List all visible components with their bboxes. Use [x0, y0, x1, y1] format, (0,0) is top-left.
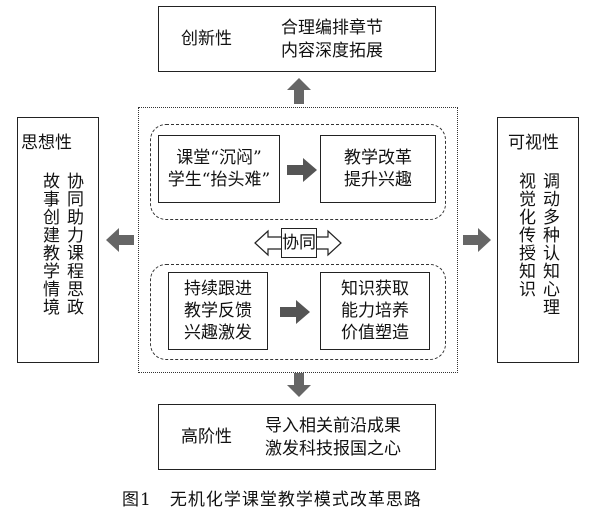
- bottom-title: 高阶性: [181, 427, 232, 447]
- arrow-left-icon: [106, 228, 134, 252]
- lower-right-line-2: 能力培养: [341, 301, 409, 321]
- top-line-2: 内容深度拓展: [281, 41, 383, 61]
- lower-right-line-1: 知识获取: [341, 279, 409, 299]
- right-title: 可视性: [508, 133, 559, 153]
- figure-caption: 图1 无机化学课堂教学模式改革思路: [122, 485, 422, 510]
- upper-right-box: 教学改革 提升兴趣: [320, 135, 436, 203]
- left-box: 思想性 协同助力课程思政 故事创建教学情境: [17, 117, 99, 363]
- right-column-1: 调动多种认知心理: [539, 172, 559, 316]
- upper-right-line-2: 提升兴趣: [344, 170, 412, 190]
- lower-right-box: 知识获取 能力培养 价值塑造: [320, 272, 430, 350]
- left-title: 思想性: [21, 133, 72, 153]
- top-title: 创新性: [181, 29, 232, 49]
- top-line-1: 合理编排章节: [281, 18, 383, 38]
- right-column-2: 视觉化传授知识: [515, 172, 535, 298]
- arrow-up-icon: [287, 78, 311, 104]
- arrow-right-icon: [280, 300, 310, 324]
- bottom-line-1: 导入相关前沿成果: [265, 416, 401, 436]
- lower-left-line-2: 教学反馈: [184, 301, 252, 321]
- left-column-2: 故事创建教学情境: [39, 172, 59, 316]
- top-box: 创新性 合理编排章节 内容深度拓展: [158, 6, 436, 72]
- arrow-right-icon: [287, 158, 317, 182]
- lower-right-line-3: 价值塑造: [341, 323, 409, 343]
- arrow-right-icon: [463, 228, 491, 252]
- collab-label-box: [281, 228, 317, 258]
- upper-left-line-2: 学生“抬头难”: [167, 170, 271, 190]
- upper-right-line-1: 教学改革: [344, 148, 412, 168]
- center-area: [138, 107, 458, 373]
- bottom-line-2: 激发科技报国之心: [265, 439, 401, 459]
- lower-group: [150, 264, 446, 360]
- lower-left-box: 持续跟进 教学反馈 兴趣激发: [168, 272, 268, 350]
- lower-left-line-1: 持续跟进: [184, 279, 252, 299]
- upper-left-line-1: 课堂“沉闷”: [176, 148, 262, 168]
- collab-label: 协同: [282, 233, 316, 253]
- lower-left-line-3: 兴趣激发: [184, 323, 252, 343]
- bottom-box: 高阶性 导入相关前沿成果 激发科技报国之心: [158, 404, 436, 470]
- upper-left-box: 课堂“沉闷” 学生“抬头难”: [158, 135, 280, 203]
- figure-title: 无机化学课堂教学模式改革思路: [169, 490, 422, 510]
- upper-group: [150, 124, 446, 220]
- arrow-down-icon: [287, 373, 311, 397]
- figure-number: 图1: [122, 490, 152, 510]
- left-column-1: 协同助力课程思政: [63, 172, 83, 316]
- right-box: 可视性 调动多种认知心理 视觉化传授知识: [497, 117, 579, 363]
